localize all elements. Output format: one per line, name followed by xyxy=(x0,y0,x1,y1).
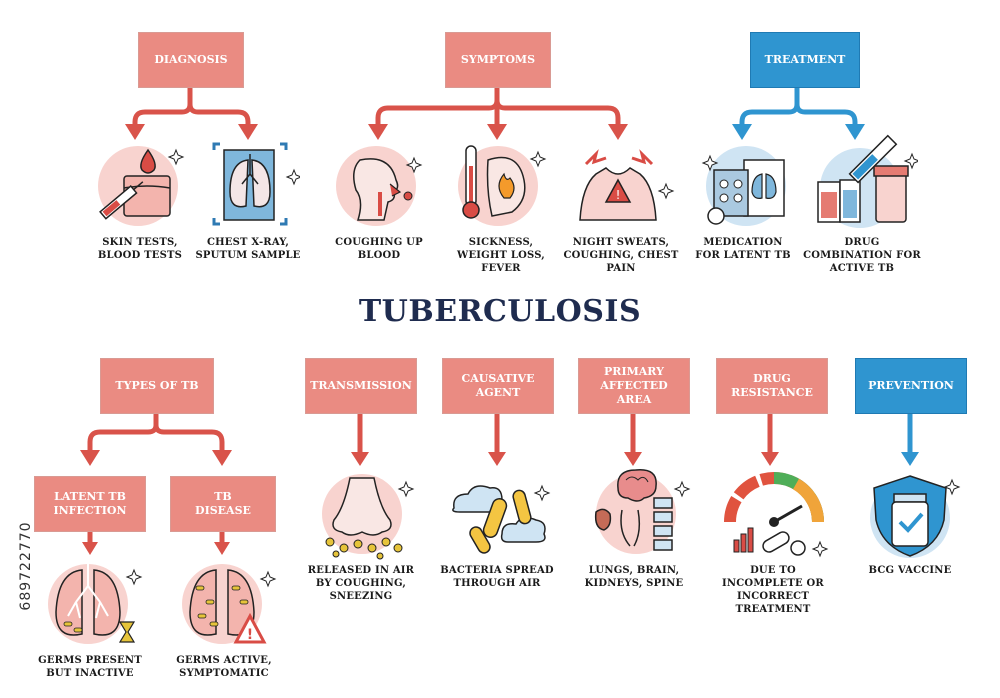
sickness-caption: SICKNESS, WEIGHT LOSS, FEVER xyxy=(457,237,545,274)
medication-caption: MEDICATION FOR LATENT TB xyxy=(695,237,791,261)
medication-icon xyxy=(701,146,786,226)
stock-id-watermark: 689722770 xyxy=(6,458,34,678)
treatment-label: TREATMENT xyxy=(764,53,846,66)
transmission-label: TRANSMISSION xyxy=(310,379,412,392)
causative-box: CAUSATIVE AGENT xyxy=(442,358,554,414)
latent-label: LATENT TB INFECTION xyxy=(53,490,127,517)
bcg-caption: BCG VACCINE xyxy=(868,565,952,576)
drug-combination-icon xyxy=(817,134,918,228)
transmission-box: TRANSMISSION xyxy=(305,358,417,414)
treatment-box: TREATMENT xyxy=(750,32,860,88)
chest-xray-caption: CHEST X-RAY, SPUTUM SAMPLE xyxy=(195,237,301,261)
chest-pain-icon: ! xyxy=(579,149,675,221)
sneezing-nose-icon xyxy=(322,474,415,560)
primary-box: PRIMARY AFFECTED AREA xyxy=(578,358,690,414)
organs-icon xyxy=(594,469,691,554)
coughing-icon xyxy=(336,146,423,226)
coughing-blood-caption: COUGHING UP BLOOD xyxy=(335,237,423,261)
disease-label: TB DISEASE xyxy=(195,490,251,517)
drug-combination-caption: DRUG COMBINATION FOR ACTIVE TB xyxy=(803,237,921,274)
vaccine-shield-icon xyxy=(870,475,961,558)
latent-lungs-icon xyxy=(48,562,143,644)
disease-box: TB DISEASE xyxy=(170,476,276,532)
symptoms-box: SYMPTOMS xyxy=(445,32,551,88)
page-title: TUBERCULOSIS xyxy=(358,294,642,329)
svg-text:!: ! xyxy=(616,188,621,202)
incomplete-caption: DUE TO INCOMPLETE OR INCORRECT TREATMENT xyxy=(722,565,824,615)
primary-label: PRIMARY AFFECTED AREA xyxy=(600,365,668,406)
syringe-skin-icon xyxy=(98,146,185,226)
types-box: TYPES OF TB xyxy=(100,358,214,414)
lungs-brain-caption: LUNGS, BRAIN, KIDNEYS, SPINE xyxy=(584,565,684,589)
bacteria-spread-caption: BACTERIA SPREAD THROUGH AIR xyxy=(440,565,554,589)
bacteria-cloud-icon xyxy=(452,484,551,554)
diagnosis-box: DIAGNOSIS xyxy=(138,32,244,88)
released-air-caption: RELEASED IN AIR BY COUGHING, SNEEZING xyxy=(307,565,415,602)
night-sweats-caption: NIGHT SWEATS, COUGHING, CHEST PAIN xyxy=(563,237,679,274)
prevention-label: PREVENTION xyxy=(868,379,954,392)
stock-id-text: 689722770 xyxy=(18,521,34,611)
germs-active-caption: GERMS ACTIVE, SYMPTOMATIC xyxy=(176,655,272,679)
drug-resistance-label: DRUG RESISTANCE xyxy=(731,372,813,399)
fever-icon xyxy=(458,145,547,226)
prevention-box: PREVENTION xyxy=(855,358,967,414)
diagnosis-label: DIAGNOSIS xyxy=(154,53,228,66)
lungs-xray-icon xyxy=(212,142,300,226)
symptoms-label: SYMPTOMS xyxy=(460,53,536,66)
drug-resistance-box: DRUG RESISTANCE xyxy=(716,358,828,414)
skin-tests-caption: SKIN TESTS, BLOOD TESTS xyxy=(97,237,183,261)
svg-text:!: ! xyxy=(247,627,253,643)
gauge-pills-icon xyxy=(724,472,829,558)
latent-box: LATENT TB INFECTION xyxy=(34,476,146,532)
causative-label: CAUSATIVE AGENT xyxy=(461,372,535,399)
germs-present-caption: GERMS PRESENT BUT INACTIVE xyxy=(38,655,142,679)
active-lungs-icon: ! xyxy=(182,564,277,644)
types-label: TYPES OF TB xyxy=(115,379,199,392)
